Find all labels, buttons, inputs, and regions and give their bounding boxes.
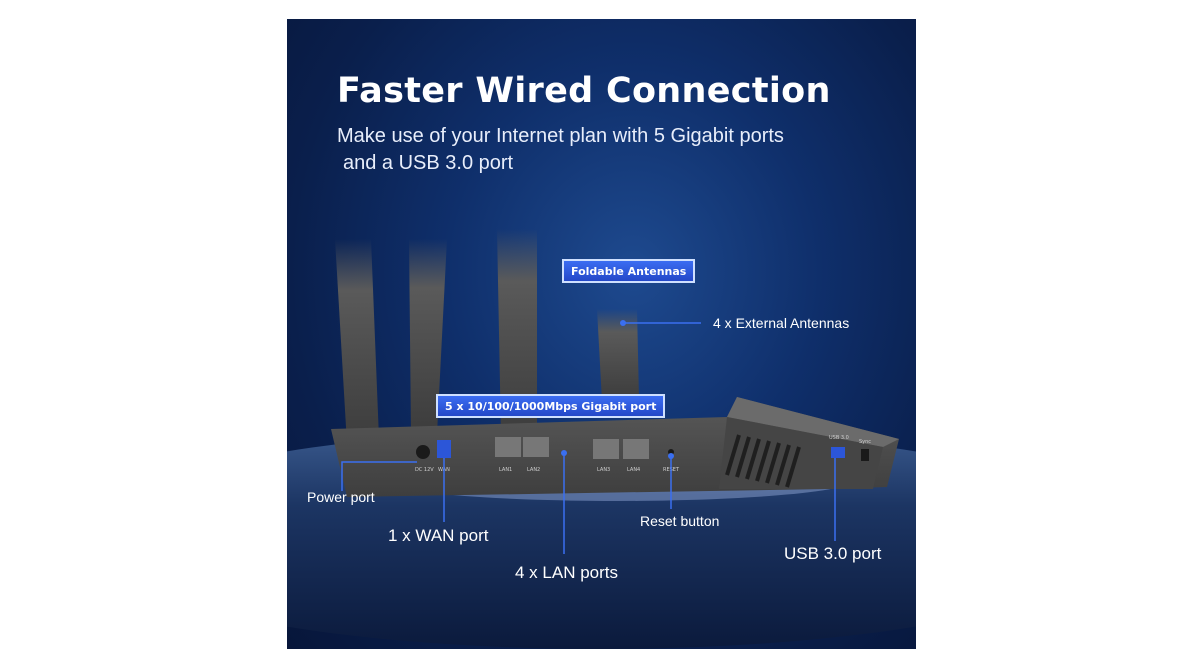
power-port bbox=[416, 445, 430, 459]
headline: Faster Wired Connection bbox=[337, 71, 831, 111]
antenna-dot bbox=[620, 320, 626, 326]
subline: Make use of your Internet plan with 5 Gi… bbox=[337, 123, 857, 177]
usb-port-callout: USB 3.0 port bbox=[784, 544, 882, 563]
product-image: DC 12V WAN LAN1 LAN2 LAN3 LAN4 RESET USB… bbox=[287, 19, 916, 649]
router-illustration: DC 12V WAN LAN1 LAN2 LAN3 LAN4 RESET USB… bbox=[287, 229, 916, 649]
antenna bbox=[335, 239, 379, 444]
lan-port-2 bbox=[523, 437, 549, 457]
lan-port-4 bbox=[623, 439, 649, 459]
subline-line-1: Make use of your Internet plan with 5 Gi… bbox=[337, 125, 784, 147]
usb-port bbox=[831, 447, 845, 458]
vent-grille bbox=[725, 434, 801, 488]
lan4-port-label: LAN4 bbox=[627, 467, 640, 473]
usb-port-label: USB 3.0 bbox=[829, 435, 849, 441]
sync-button bbox=[861, 449, 869, 461]
lan2-port-label: LAN2 bbox=[527, 467, 540, 473]
antenna bbox=[497, 229, 537, 437]
reset-dot bbox=[668, 453, 674, 459]
subline-line-2: and a USB 3.0 port bbox=[343, 152, 514, 174]
router-top bbox=[727, 397, 899, 447]
lan-ports-callout: 4 x LAN ports bbox=[515, 563, 618, 582]
lan1-port-label: LAN1 bbox=[499, 467, 512, 473]
wan-port-callout: 1 x WAN port bbox=[388, 526, 489, 545]
antennas-callout: 4 x External Antennas bbox=[713, 315, 850, 331]
antenna bbox=[597, 309, 639, 401]
antenna bbox=[409, 239, 447, 434]
lan-dot bbox=[561, 450, 567, 456]
sync-button-label: Sync bbox=[859, 439, 871, 445]
lan-port-3 bbox=[593, 439, 619, 459]
wan-port bbox=[437, 440, 451, 458]
lan3-port-label: LAN3 bbox=[597, 467, 610, 473]
power-leader bbox=[341, 461, 417, 491]
lan-port-1 bbox=[495, 437, 521, 457]
reset-button-callout: Reset button bbox=[640, 513, 720, 529]
power-port-label: DC 12V bbox=[415, 467, 434, 473]
power-port-callout: Power port bbox=[307, 489, 375, 505]
gigabit-ports-tag: 5 x 10/100/1000Mbps Gigabit port bbox=[436, 394, 666, 418]
foldable-antennas-tag: Foldable Antennas bbox=[562, 259, 696, 283]
